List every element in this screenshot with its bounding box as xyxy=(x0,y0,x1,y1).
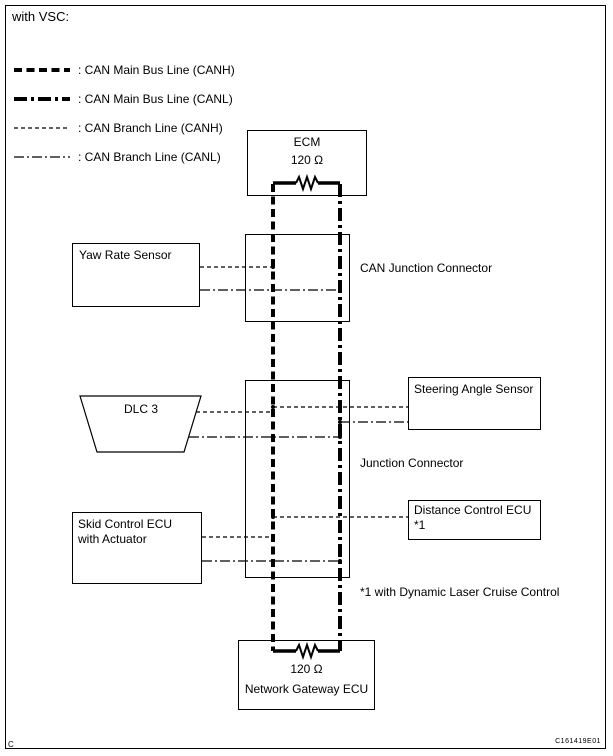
distance-control-ecu-note-ref: *1 xyxy=(414,518,426,532)
legend-label: : CAN Branch Line (CANH) xyxy=(78,121,223,135)
diagram-title: with VSC: xyxy=(12,9,70,24)
junction-connector-label: Junction Connector xyxy=(360,456,464,470)
ngw-resistance-label: 120 Ω xyxy=(290,662,323,676)
branch-canh-line-swatch-icon xyxy=(14,127,70,129)
distance-control-ecu-label: Distance Control ECU xyxy=(414,503,532,517)
branch-canl-line-swatch-icon xyxy=(14,156,70,158)
legend-item-branch-canh: : CAN Branch Line (CANH) xyxy=(13,121,223,135)
legend-item-main-canl: : CAN Main Bus Line (CANL) xyxy=(13,92,233,106)
legend-label: : CAN Main Bus Line (CANL) xyxy=(78,92,233,106)
figure-code: C161419E01 xyxy=(555,738,601,745)
legend-item-main-canh: : CAN Main Bus Line (CANH) xyxy=(13,63,235,77)
footer-mark: C xyxy=(8,740,14,749)
diagram-border xyxy=(5,5,606,749)
skid-control-ecu-box xyxy=(72,512,202,584)
footnote: *1 with Dynamic Laser Cruise Control xyxy=(360,585,560,599)
distance-control-ecu-box xyxy=(408,500,541,540)
ecm-box xyxy=(247,130,367,196)
yaw-rate-sensor-label: Yaw Rate Sensor xyxy=(79,248,172,262)
ecm-label: ECM xyxy=(293,135,321,149)
network-gateway-ecu-label: Network Gateway ECU xyxy=(244,682,369,696)
yaw-rate-sensor-box xyxy=(72,243,200,307)
ecm-resistance-label: 120 Ω xyxy=(290,153,324,167)
main-canh-line-swatch-icon xyxy=(14,68,70,72)
skid-control-ecu-label-line1: Skid Control ECU xyxy=(78,517,173,531)
steering-angle-sensor-box xyxy=(408,377,541,430)
junction-connector-box xyxy=(245,380,350,578)
dlc3-label: DLC 3 xyxy=(123,402,158,416)
legend-label: : CAN Main Bus Line (CANH) xyxy=(78,63,235,77)
can-junction-connector-label: CAN Junction Connector xyxy=(360,261,493,275)
can-junction-connector-box xyxy=(245,234,350,322)
main-canl-line-swatch-icon xyxy=(14,97,70,101)
legend-label: : CAN Branch Line (CANL) xyxy=(78,150,221,164)
steering-angle-sensor-label: Steering Angle Sensor xyxy=(414,382,534,396)
legend-item-branch-canl: : CAN Branch Line (CANL) xyxy=(13,150,221,164)
network-gateway-ecu-box xyxy=(238,640,375,710)
skid-control-ecu-label-line2: with Actuator xyxy=(78,532,147,546)
